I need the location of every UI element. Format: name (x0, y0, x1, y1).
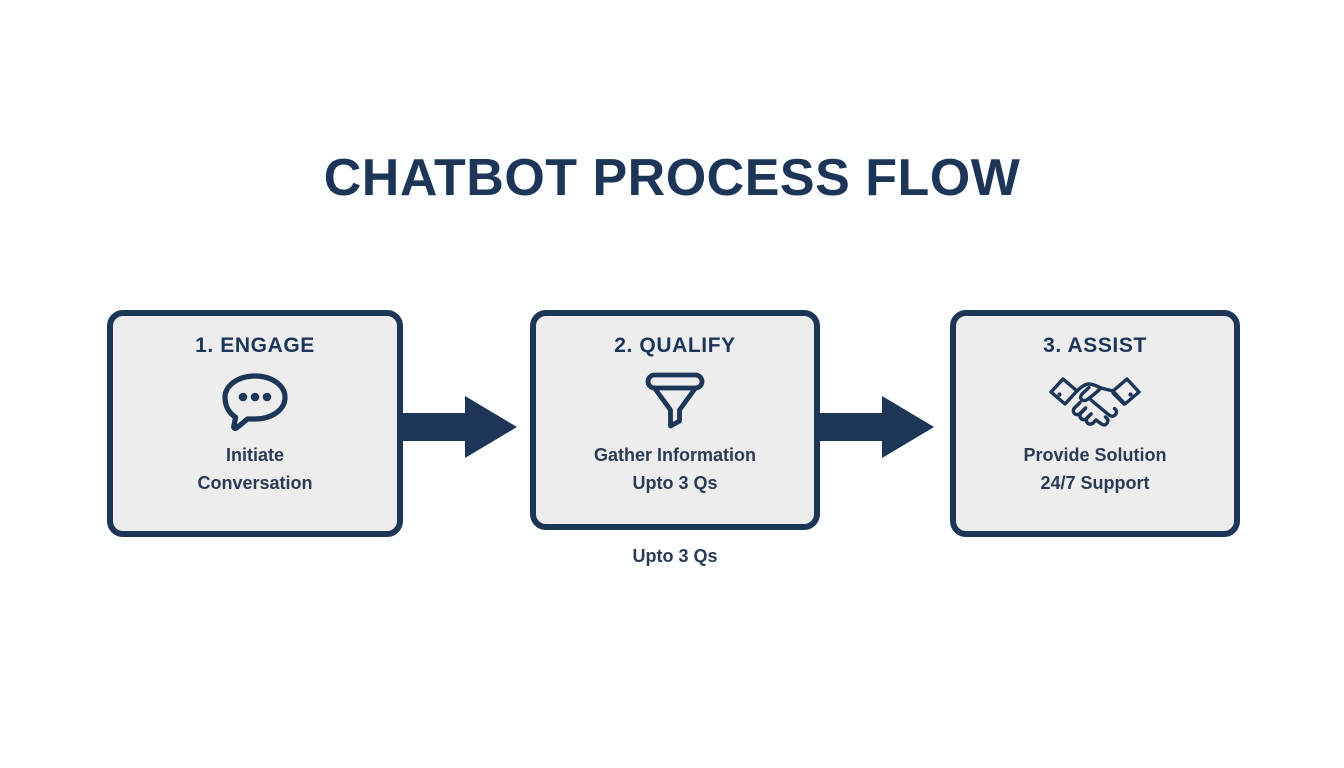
step-line-1: Provide Solution (1023, 445, 1167, 465)
speech-bubble-icon (219, 370, 291, 432)
step-card-engage[interactable]: 1. ENGAGE Initiate Conversation (107, 310, 403, 537)
step-line-1: Initiate (225, 445, 284, 465)
step-description-engage: Initiate Conversation (197, 442, 312, 498)
arrow-step1-to-step2 (403, 394, 519, 465)
step-line-2: Upto 3 Qs (632, 472, 718, 493)
arrow-step2-to-step3 (820, 394, 936, 465)
page-title: CHATBOT PROCESS FLOW (323, 149, 1021, 207)
step-heading-assist: 3. ASSIST (1043, 334, 1147, 357)
step-line-2: Conversation (197, 472, 313, 493)
process-flow-row: 1. ENGAGE Initiate Conversation 2 (0, 310, 1344, 550)
step-card-qualify[interactable]: 2. QUALIFY Gather Information Upto 3 Qs (530, 310, 820, 530)
funnel-icon (642, 370, 708, 432)
step-card-assist[interactable]: 3. ASSIST (950, 310, 1240, 537)
step-line-1: Gather Information (593, 445, 756, 465)
step-description-qualify: Gather Information Upto 3 Qs (594, 442, 756, 498)
handshake-icon (1047, 370, 1143, 432)
step-heading-qualify: 2. QUALIFY (614, 334, 736, 357)
step-line-2: 24/7 Support (1040, 472, 1150, 493)
step-heading-engage: 1. ENGAGE (195, 334, 315, 357)
qualify-caption: Upto 3 Qs (632, 546, 718, 566)
step-description-assist: Provide Solution 24/7 Support (1023, 442, 1166, 498)
